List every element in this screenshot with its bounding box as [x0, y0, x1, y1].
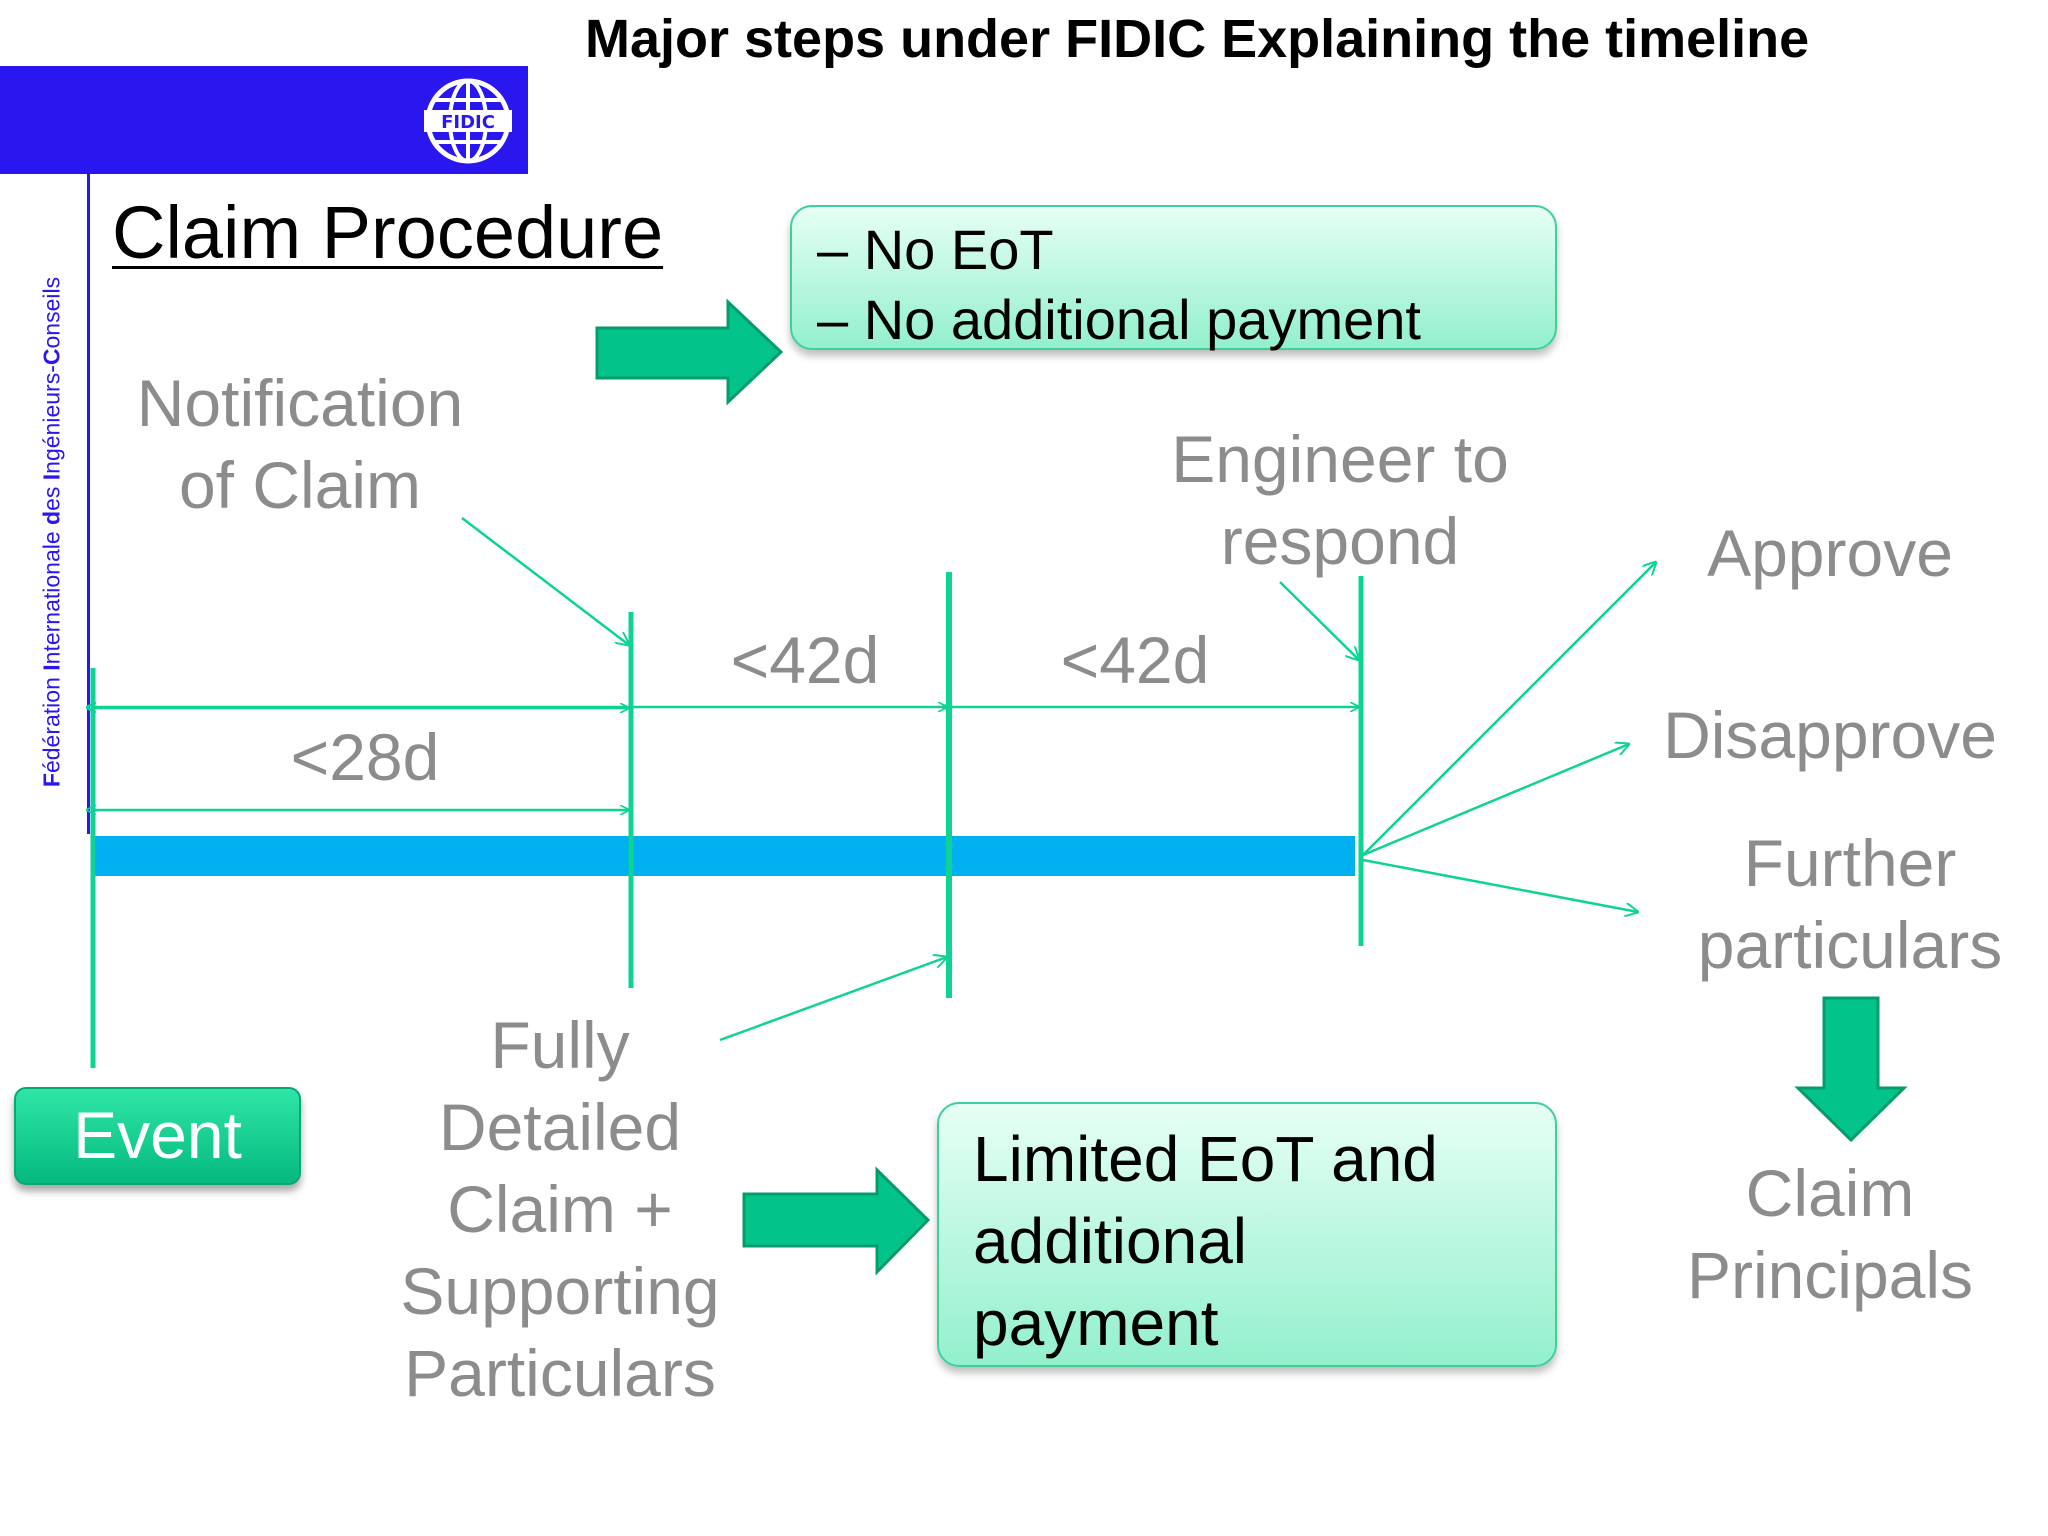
fully-detailed-line5: Particulars: [404, 1336, 716, 1410]
limited-eot-box: Limited EoT and additional payment: [937, 1102, 1557, 1367]
duration-42d-b-label: <42d: [1060, 623, 1210, 697]
notification-line2: of Claim: [178, 448, 422, 522]
approve-arrow: [1362, 562, 1656, 856]
notification-label: Notification of Claim: [120, 362, 480, 526]
disapprove-label: Disapprove: [1663, 698, 1997, 772]
no-payment-line: – No additional payment: [817, 288, 1421, 351]
fully-detailed-line1: Fully: [490, 1008, 630, 1082]
duration-42d-a-label: <42d: [730, 623, 880, 697]
limited-eot-line3: payment: [973, 1287, 1219, 1359]
no-eot-line: – No EoT: [817, 218, 1054, 281]
engineer-pointer-arrow: [1279, 581, 1359, 660]
claim-principals-line2: Principals: [1686, 1238, 1974, 1312]
fully-detailed-line3: Claim +: [447, 1172, 673, 1246]
further-particulars-label: Further particulars: [1670, 822, 2030, 986]
slide-title: Major steps under FIDIC Explaining the t…: [585, 9, 1810, 69]
approve-label: Approve: [1707, 516, 1953, 590]
fully-detailed-line4: Supporting: [400, 1254, 720, 1328]
limited-eot-line2: additional: [973, 1205, 1247, 1277]
logo-text: FIDIC: [441, 112, 495, 133]
detailed-claim-pointer-arrow: [719, 957, 947, 1042]
fully-detailed-claim-label: Fully Detailed Claim + Supporting Partic…: [380, 1004, 740, 1414]
limited-eot-block-arrow-icon: [742, 1166, 931, 1276]
sidebar-rule: [87, 174, 90, 834]
timeline-bar: [93, 836, 1355, 876]
notification-pointer-arrow: [461, 517, 629, 645]
limited-eot-line1: Limited EoT and: [973, 1123, 1438, 1195]
down-block-arrow-icon: [1794, 996, 1908, 1143]
fully-detailed-line2: Detailed: [438, 1090, 682, 1164]
further-particulars-arrow: [1362, 858, 1638, 912]
claim-principals-label: Claim Principals: [1660, 1152, 2000, 1316]
fidic-logo-icon: FIDIC: [424, 78, 512, 164]
duration-28d-label: <28d: [290, 720, 440, 794]
no-eot-block-arrow-icon: [595, 298, 784, 406]
claim-principals-line1: Claim: [1745, 1156, 1915, 1230]
disapprove-arrow: [1362, 744, 1629, 857]
page-heading: Claim Procedure: [112, 191, 664, 274]
further-line2: particulars: [1697, 908, 2003, 982]
engineer-line2: respond: [1220, 504, 1460, 578]
engineer-line1: Engineer to: [1171, 422, 1509, 496]
engineer-label: Engineer to respond: [1150, 418, 1530, 582]
event-badge: Event: [14, 1087, 301, 1185]
further-line1: Further: [1743, 826, 1957, 900]
no-eot-box: – No EoT – No additional payment: [790, 205, 1557, 351]
notification-line1: Notification: [136, 366, 464, 440]
